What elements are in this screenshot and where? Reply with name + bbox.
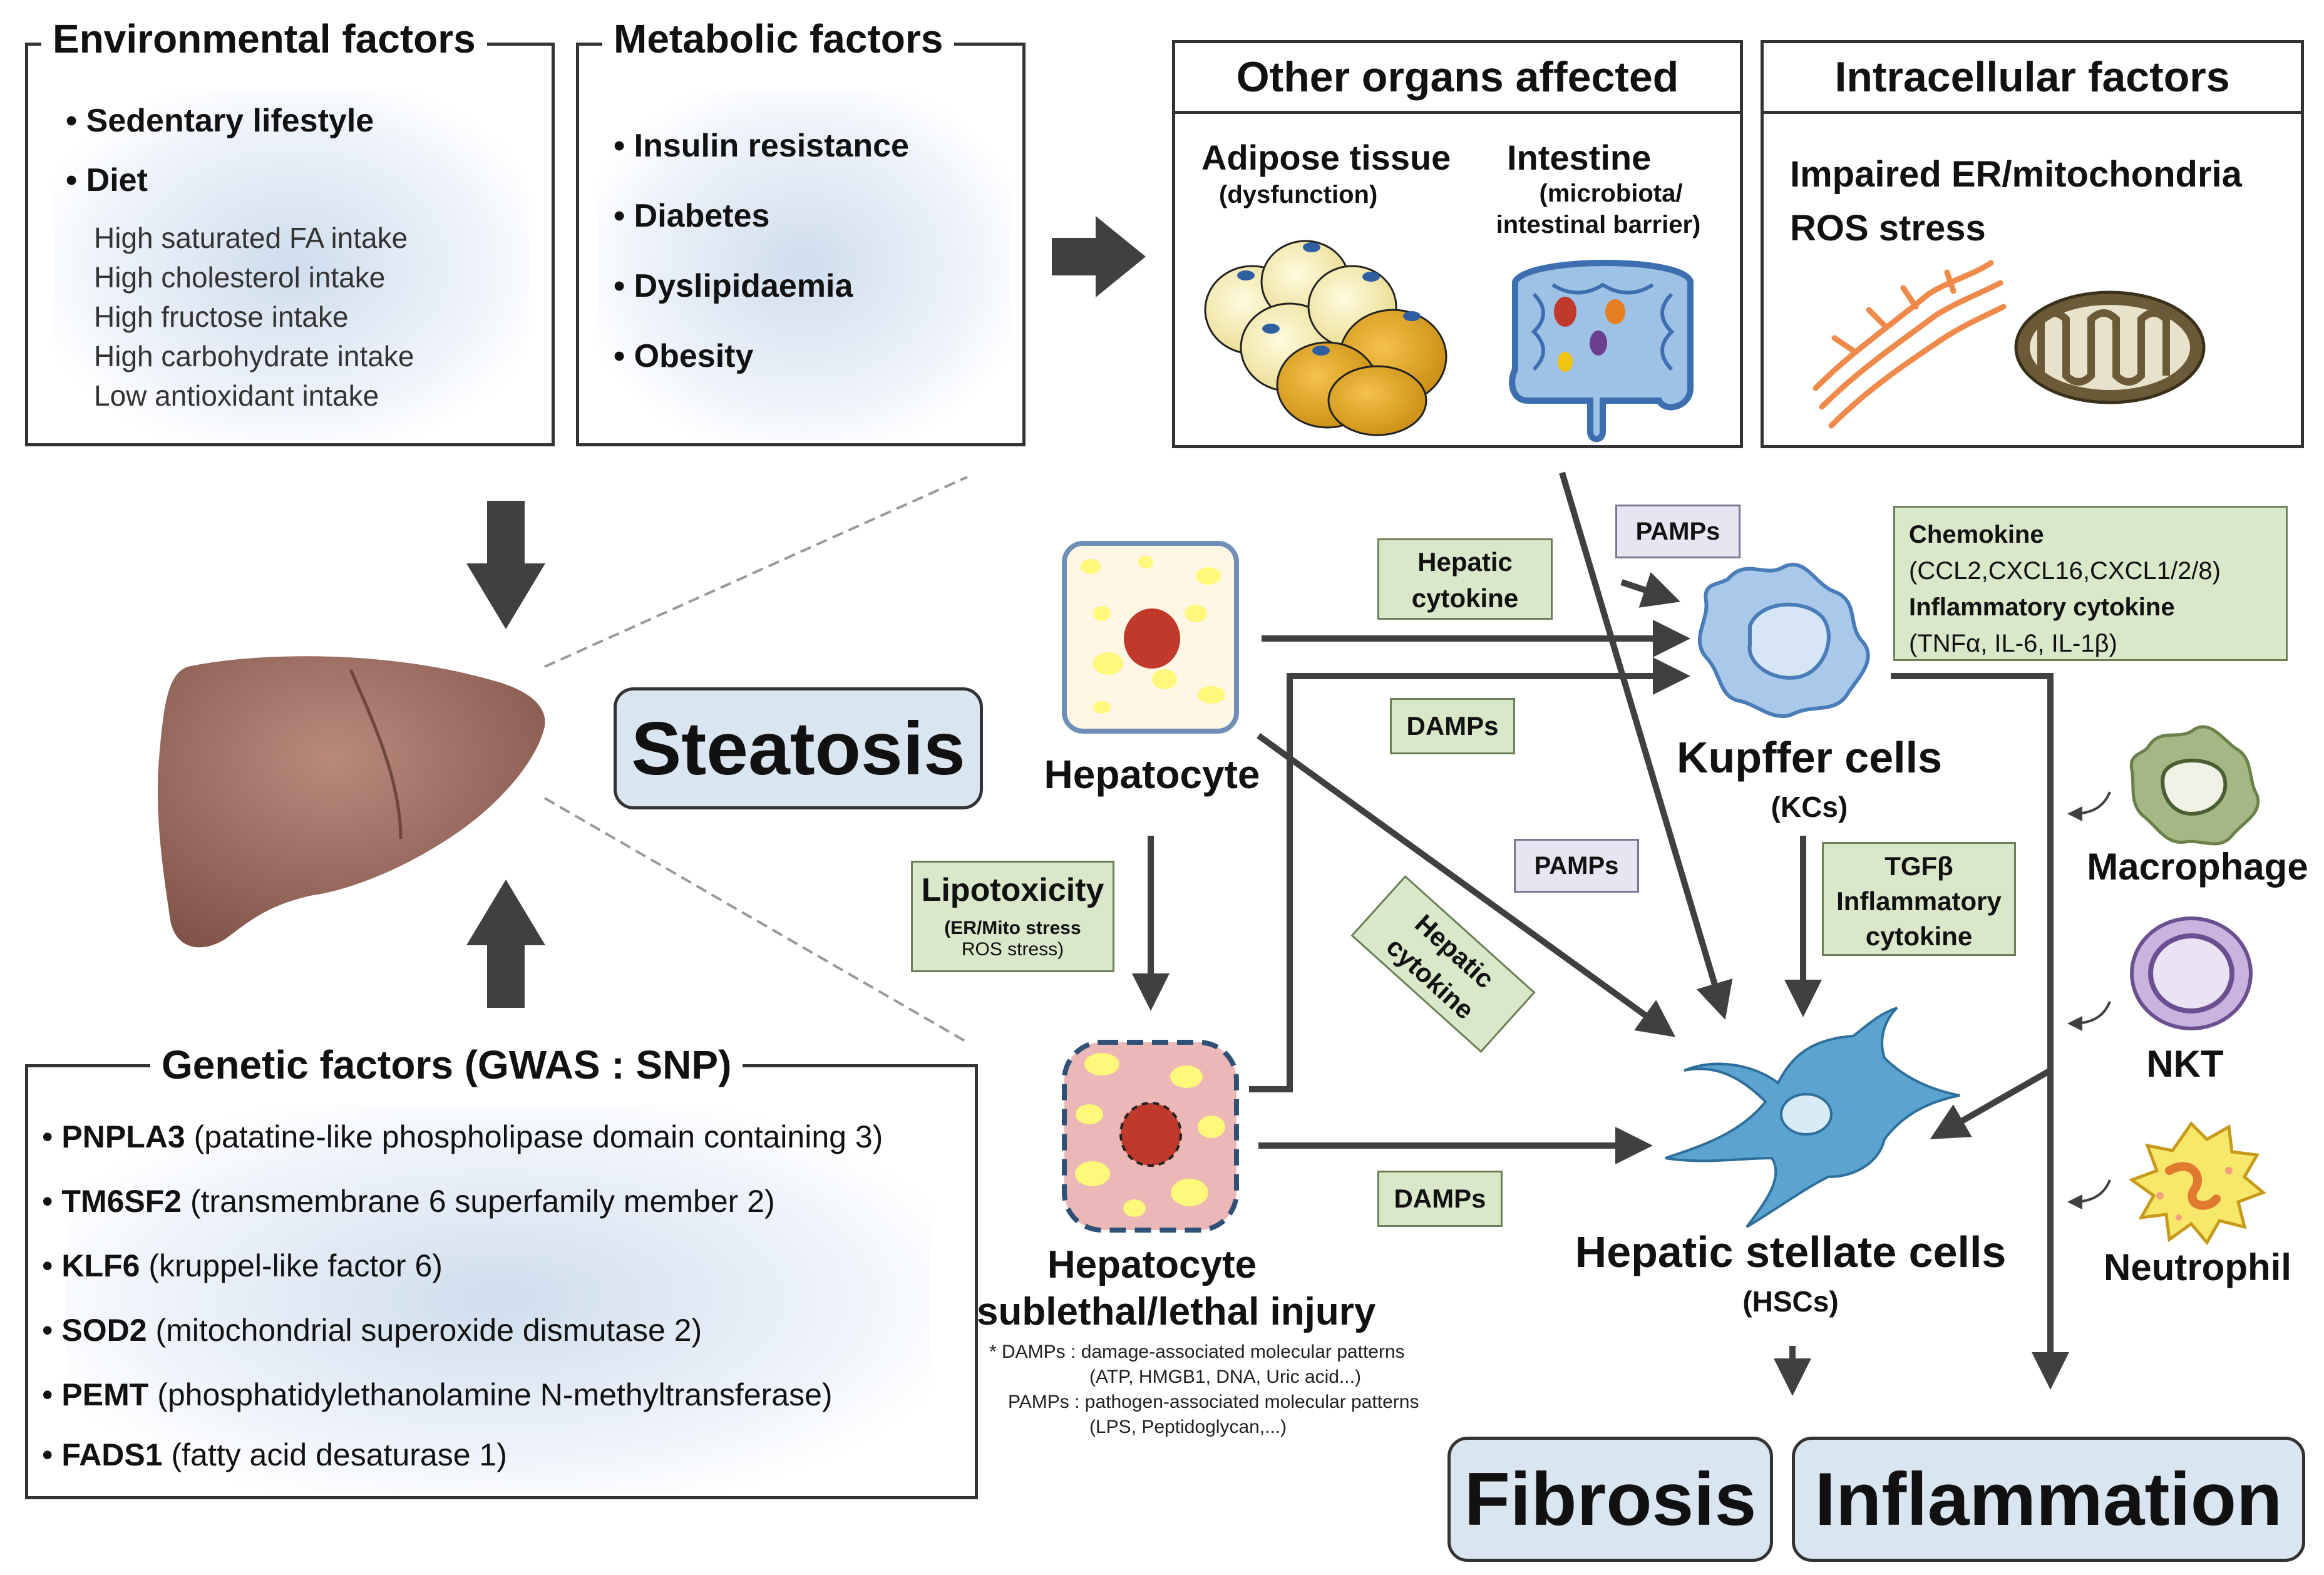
macrophage-label: Macrophage <box>2087 846 2308 888</box>
macrophage-cell <box>2129 725 2260 846</box>
neutrophil-cell <box>2128 1121 2266 1246</box>
diet-item: High saturated FA intake <box>94 222 408 254</box>
intestine-icon <box>1509 260 1694 443</box>
background-haze <box>66 1105 930 1493</box>
inflammation-box: Inflammation <box>1792 1437 2305 1562</box>
zoom-line <box>543 797 969 1044</box>
injured-hepatocyte-cell <box>1062 1040 1239 1233</box>
footnote: * DAMPs : damage-associated molecular pa… <box>989 1342 1419 1437</box>
steatosis-box: Steatosis <box>614 687 983 809</box>
adipose-sub-label: (dysfunction) <box>1219 181 1378 208</box>
intestine-sub-label: (microbiota/ <box>1539 180 1683 207</box>
other-organs-title: Other organs affected <box>1175 43 1740 114</box>
block-arrow-down <box>466 501 545 629</box>
hsc-abbr-label: (HSCs) <box>1742 1285 1839 1318</box>
env-item: • Sedentary lifestyle <box>66 103 374 139</box>
genetic-factors-box: • PNPLA3 (patatine-like phospholipase do… <box>25 1064 978 1499</box>
neutrophil-label: Neutrophil <box>2104 1246 2291 1288</box>
gene-item: • PEMT (phosphatidylethanolamine N-methy… <box>42 1377 833 1412</box>
neutrophil-arrow <box>2067 1179 2111 1209</box>
metabolic-item: • Obesity <box>614 338 754 374</box>
hsc-label: Hepatic stellate cells <box>1575 1228 2007 1276</box>
block-arrow-right <box>1052 216 1146 297</box>
kupffer-label: Kupffer cells <box>1677 733 1942 782</box>
diet-item: High fructose intake <box>94 300 349 333</box>
fibrosis-box: Fibrosis <box>1447 1437 1773 1562</box>
immune-to-hsc-arrow <box>1930 1067 2052 1139</box>
environmental-factors-box: • Sedentary lifestyle • Diet High satura… <box>25 43 555 446</box>
macrophage-arrow <box>2067 791 2111 821</box>
liver-shape <box>157 656 545 948</box>
gene-item: • PNPLA3 (patatine-like phospholipase do… <box>42 1119 883 1154</box>
injured-hepatocyte-label: Hepatocyte <box>1047 1243 1257 1286</box>
chemokine-box: Chemokine (CCL2,CXCL16,CXCL1/2/8) Inflam… <box>1893 506 2288 661</box>
hepatic-cytokine-arrow <box>1620 572 1680 608</box>
lipotoxicity-box: Lipotoxicity (ER/Mito stress ROS stress) <box>911 861 1114 972</box>
hepatocyte-label: Hepatocyte <box>1044 752 1260 797</box>
zoom-line <box>544 476 968 668</box>
intracellular-line: ROS stress <box>1790 208 1986 249</box>
diet-item: Low antioxidant intake <box>94 379 379 412</box>
damps-box: DAMPs <box>1377 1171 1503 1227</box>
nkt-arrow <box>2067 1001 2111 1031</box>
metabolic-item: • Insulin resistance <box>614 128 909 164</box>
injury-to-kupffer-arrow <box>1249 657 1690 1092</box>
hepatocyte-to-hsc-arrow <box>1257 732 1676 1037</box>
kupffer-to-inflammation-arrow <box>1891 673 2069 1390</box>
metabolic-item: • Dyslipidaemia <box>614 268 853 304</box>
pamps-box: PAMPs <box>1615 505 1740 558</box>
er-icon <box>1812 260 2007 429</box>
stellate-cell <box>1665 1007 1960 1228</box>
block-arrow-up <box>466 880 545 1008</box>
diet-item: High carbohydrate intake <box>94 340 414 372</box>
metabolic-item: • Diabetes <box>614 198 770 234</box>
genetic-title: Genetic factors (GWAS : SNP) <box>150 1042 743 1088</box>
intracellular-title: Intracellular factors <box>1764 43 2301 114</box>
gene-item: • FADS1 (fatty acid desaturase 1) <box>42 1437 507 1472</box>
adipose-label: Adipose tissue <box>1201 138 1451 177</box>
intracellular-line: Impaired ER/mitochondria <box>1790 154 2242 195</box>
adipose-cells <box>1204 240 1447 436</box>
diet-item: High cholesterol intake <box>94 261 386 294</box>
environmental-title: Environmental factors <box>41 16 487 62</box>
metabolic-title: Metabolic factors <box>602 16 955 62</box>
background-haze <box>598 90 1011 440</box>
gene-item: • SOD2 (mitochondrial superoxide dismuta… <box>42 1313 702 1348</box>
kupffer-cell <box>1697 563 1870 719</box>
injured-hepatocyte-label: sublethal/lethal injury <box>977 1290 1376 1333</box>
hepatocyte-cell <box>1062 541 1239 734</box>
nkt-cell <box>2130 916 2253 1030</box>
gene-item: • KLF6 (kruppel-like factor 6) <box>42 1248 443 1283</box>
damps-box: DAMPs <box>1390 698 1515 754</box>
nkt-label: NKT <box>2146 1043 2224 1085</box>
gene-item: • TM6SF2 (transmembrane 6 superfamily me… <box>42 1184 775 1219</box>
metabolic-factors-box: • Insulin resistance • Diabetes • Dyslip… <box>576 43 1026 446</box>
intestine-sub-label: intestinal barrier) <box>1496 211 1701 239</box>
background-haze <box>53 90 529 440</box>
pamps-box: PAMPs <box>1514 839 1639 893</box>
intestine-to-hsc-arrow <box>1559 471 1733 1020</box>
mitochondria-icon <box>2014 290 2206 404</box>
intestine-label: Intestine <box>1507 138 1652 177</box>
env-item: • Diet <box>66 162 148 198</box>
kupffer-abbr-label: (KCs) <box>1771 791 1848 823</box>
